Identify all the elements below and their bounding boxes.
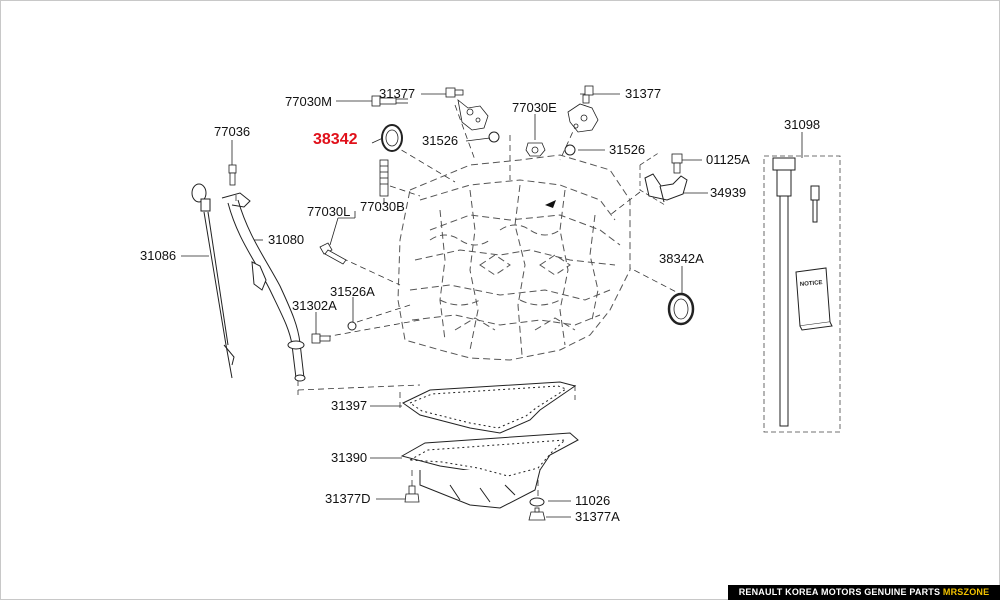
label-31377D: 31377D xyxy=(325,491,371,506)
seal-38342a xyxy=(667,292,695,326)
label-31377A: 31377A xyxy=(575,509,620,524)
transmission-case xyxy=(397,154,631,361)
label-31377-left: 31377 xyxy=(379,86,416,101)
dipstick-tube-31080 xyxy=(221,192,306,382)
stud-77030b xyxy=(379,159,389,197)
label-31390: 31390 xyxy=(331,450,368,465)
bolt-31377-left xyxy=(445,87,489,131)
label-31526-right: 31526 xyxy=(609,142,646,157)
o-ring-31526-right xyxy=(564,144,576,156)
bolt-31377-right xyxy=(567,85,599,133)
dipstick-31086 xyxy=(191,183,235,379)
o-ring-31526-left xyxy=(488,131,500,143)
washer-11026 xyxy=(529,497,545,507)
footer-banner: RENAULT KOREA MOTORS GENUINE PARTS MRSZO… xyxy=(728,585,1000,600)
label-31086: 31086 xyxy=(140,248,177,263)
label-38342A: 38342A xyxy=(659,251,704,266)
label-77030E: 77030E xyxy=(512,100,557,115)
label-11026: 11026 xyxy=(575,493,611,508)
gasket-31397 xyxy=(402,381,577,434)
dipstick-tool-31098 xyxy=(772,157,820,427)
label-01125A: 01125A xyxy=(706,152,750,167)
label-38342-highlighted: 38342 xyxy=(313,131,358,148)
label-31098: 31098 xyxy=(784,117,821,132)
label-31302A: 31302A xyxy=(292,298,337,313)
bolt-77030m xyxy=(371,95,408,107)
label-31377-right: 31377 xyxy=(625,86,662,101)
notice-card: NOTICE xyxy=(795,267,833,331)
label-31397: 31397 xyxy=(331,398,368,413)
bracket-34939 xyxy=(644,173,688,203)
label-31526-left: 31526 xyxy=(422,133,459,148)
footer-brand: MRSZONE xyxy=(942,587,990,597)
bolt-01125a xyxy=(671,153,683,174)
oil-pan-31390 xyxy=(400,432,579,509)
label-77030M: 77030M xyxy=(285,94,332,109)
label-77036: 77036 xyxy=(214,124,251,139)
bolt-31377d xyxy=(404,485,420,503)
label-77030L: 77030L xyxy=(307,204,351,219)
nut-77030e xyxy=(525,142,546,157)
bolt-77036 xyxy=(228,164,237,186)
label-31526A: 31526A xyxy=(330,284,375,299)
seal-38342 xyxy=(381,124,403,152)
label-77030B: 77030B xyxy=(360,199,405,214)
drain-plug-31377a xyxy=(528,507,546,521)
label-31080: 31080 xyxy=(268,232,305,247)
notice-card-text: NOTICE xyxy=(800,280,823,288)
footer-text: RENAULT KOREA MOTORS GENUINE PARTS xyxy=(738,587,941,597)
label-34939: 34939 xyxy=(710,185,747,200)
plug-31302a xyxy=(311,333,331,344)
o-ring-31526a xyxy=(347,321,357,331)
bolt-77030l xyxy=(319,242,347,265)
